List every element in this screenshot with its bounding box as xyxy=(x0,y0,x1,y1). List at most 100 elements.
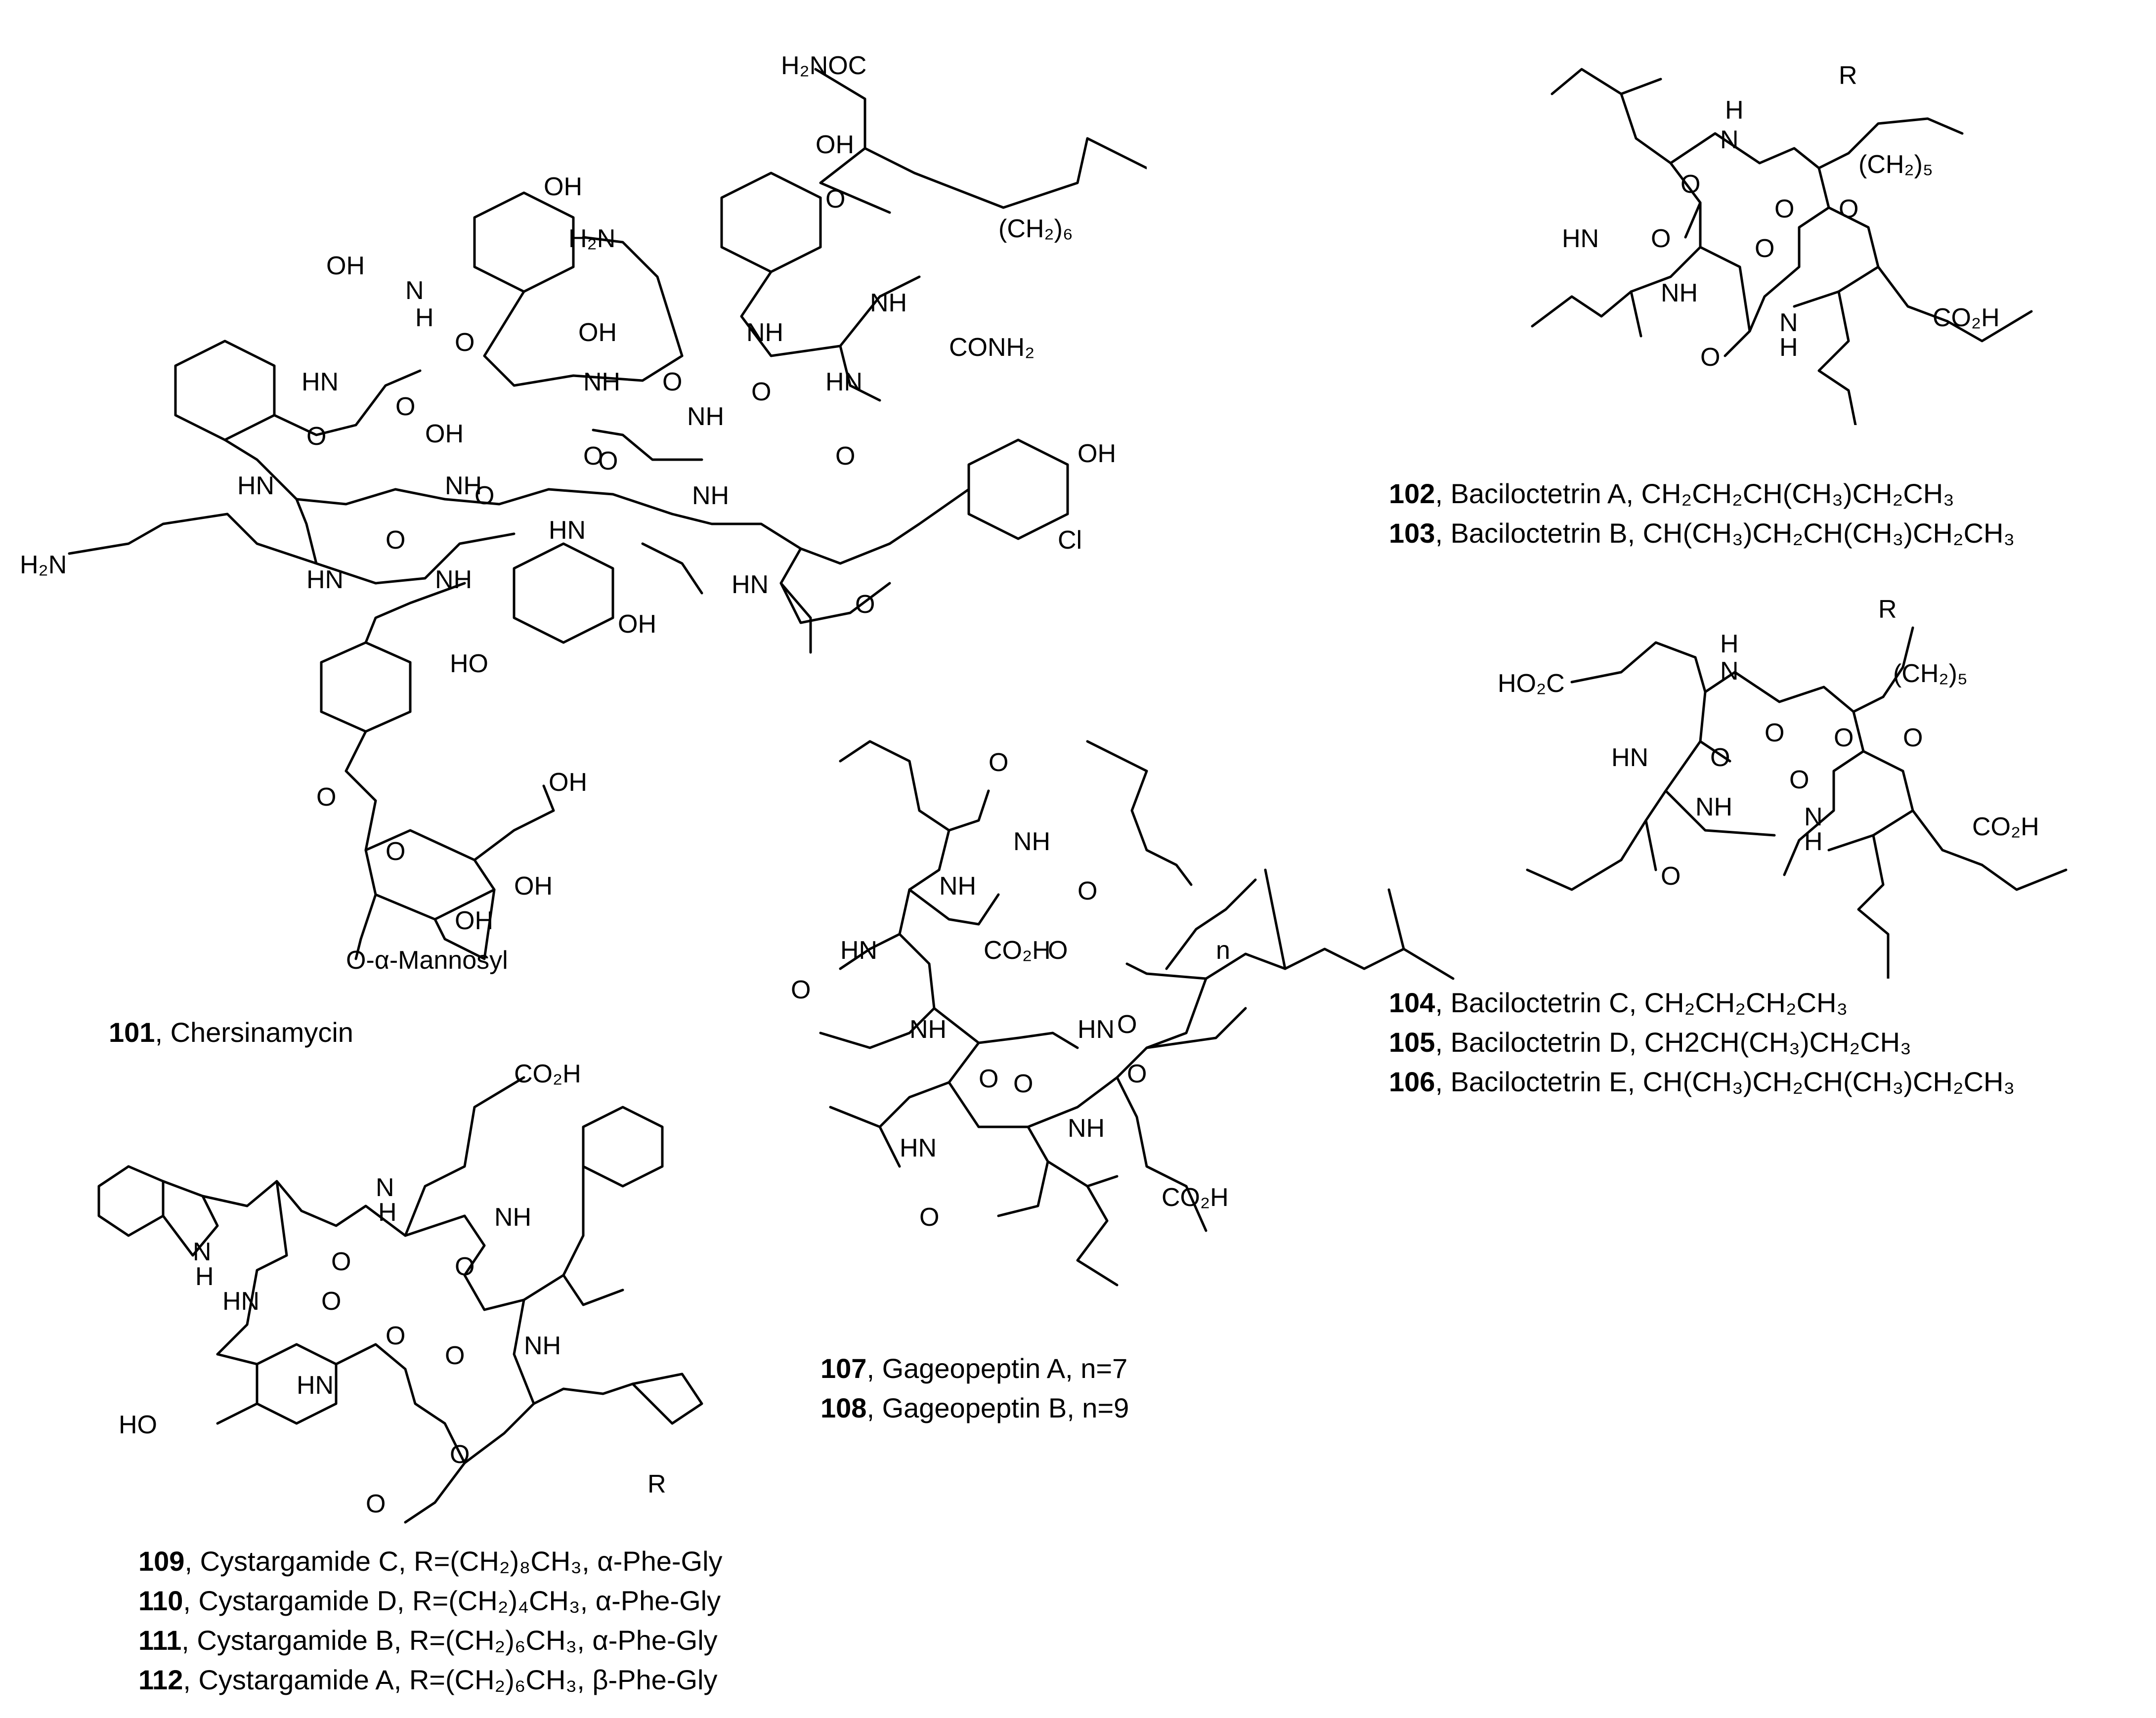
atom-label: HN xyxy=(549,516,586,545)
atom-label: HN xyxy=(732,570,769,599)
atom-label: O xyxy=(474,481,494,510)
atom-label: NH xyxy=(909,1015,947,1044)
compound-name: Gageopeptin A, n=7 xyxy=(882,1353,1128,1384)
atom-label: HN xyxy=(840,936,877,965)
atom-label: NH xyxy=(1068,1114,1105,1143)
phenyl-ring xyxy=(174,340,276,441)
structure-109-112-cystargamide: CO₂H N H NH N H O O HN O O NH O HO HN O … xyxy=(97,1060,703,1524)
mannose-ring xyxy=(364,829,496,921)
caption-104: 104, Baciloctetrin C, CH₂CH₂CH₂CH₃ xyxy=(1389,987,1848,1018)
compound-number: 109 xyxy=(138,1546,185,1577)
atom-label: N xyxy=(1804,803,1823,831)
atom-label: O xyxy=(751,378,771,406)
atom-label: H₂N xyxy=(20,551,67,579)
compound-name: Cystargamide B, R=(CH₂)₆CH₃, α-Phe-Gly xyxy=(197,1625,718,1656)
atom-label: NH xyxy=(687,402,724,431)
atom-label: O xyxy=(1710,743,1730,772)
atom-label: O xyxy=(366,1490,386,1518)
atom-label: O xyxy=(598,447,618,475)
compound-name: Baciloctetrin D, CH2CH(CH₃)CH₂CH₃ xyxy=(1450,1027,1911,1058)
atom-label: OH xyxy=(514,872,553,901)
atom-label: NH xyxy=(524,1331,561,1360)
phenol-ring-a xyxy=(473,191,575,293)
structure-107-atom-labels: O NH NH O CO₂H O HN O n O NH HN O O NH H… xyxy=(791,748,1230,1232)
compound-number: 108 xyxy=(820,1392,867,1423)
atom-label: O xyxy=(583,442,603,471)
atom-label: O xyxy=(1681,170,1700,199)
atom-label: O xyxy=(316,783,336,812)
atom-label: NH xyxy=(1695,793,1732,821)
atom-label: N xyxy=(193,1238,212,1266)
compound-number: 111 xyxy=(138,1625,182,1656)
atom-label: O xyxy=(1903,724,1923,752)
atom-label: O xyxy=(1127,1060,1147,1088)
caption-106: 106, Baciloctetrin E, CH(CH₃)CH₂CH(CH₃)C… xyxy=(1389,1066,2015,1097)
atom-label: CO₂H xyxy=(984,936,1051,965)
structure-102-103-baciloctetrin: R H N (CH₂)₅ HN O O O O NH O N H CO₂H O xyxy=(1531,61,2033,425)
atom-label: NH xyxy=(692,481,729,510)
compound-name: Gageopeptin B, n=9 xyxy=(882,1392,1129,1423)
atom-label: H xyxy=(1720,630,1739,658)
atom-label: O xyxy=(825,185,845,214)
structure-109-bonds xyxy=(97,1076,703,1524)
structure-102-bonds xyxy=(1531,68,2033,425)
caption-103: 103, Baciloctetrin B, CH(CH₃)CH₂CH(CH₃)C… xyxy=(1389,517,2015,549)
atom-label: O xyxy=(1765,719,1784,747)
atom-label: (CH₂)₆ xyxy=(998,215,1073,243)
atom-label: O xyxy=(1755,234,1774,263)
atom-label: N xyxy=(1779,308,1798,337)
atom-label: HN xyxy=(1611,743,1648,772)
atom-label: H xyxy=(1779,333,1798,362)
atom-label: OH xyxy=(455,906,493,935)
atom-label: O xyxy=(662,368,682,396)
atom-label: OH xyxy=(578,318,617,347)
atom-label: R xyxy=(647,1470,666,1499)
atom-label: HN xyxy=(222,1287,259,1316)
atom-label: O xyxy=(1839,195,1858,223)
atom-label: O xyxy=(445,1341,465,1370)
compound-name: Baciloctetrin B, CH(CH₃)CH₂CH(CH₃)CH₂CH₃ xyxy=(1450,517,2015,549)
atom-label: O xyxy=(1651,224,1671,253)
atom-label: O xyxy=(1661,862,1681,891)
caption-110: 110, Cystargamide D, R=(CH₂)₄CH₃, α-Phe-… xyxy=(138,1585,721,1616)
caption-108: 108, Gageopeptin B, n=9 xyxy=(820,1392,1129,1423)
compound-name: Cystargamide A, R=(CH₂)₆CH₃, β-Phe-Gly xyxy=(198,1664,718,1695)
chlorophenol-ring xyxy=(967,438,1069,540)
atom-label: (CH₂)₅ xyxy=(1858,150,1933,179)
atom-label: O xyxy=(1048,936,1068,965)
atom-label: CONH₂ xyxy=(949,333,1035,362)
compound-number: 106 xyxy=(1389,1066,1435,1097)
compound-number: 104 xyxy=(1389,987,1435,1018)
caption-111: 111, Cystargamide B, R=(CH₂)₆CH₃, α-Phe-… xyxy=(138,1625,718,1656)
atom-label: O xyxy=(321,1287,341,1316)
atom-label: CO₂H xyxy=(1972,813,2039,841)
compound-name: Baciloctetrin C, CH₂CH₂CH₂CH₃ xyxy=(1450,987,1848,1018)
compound-number: 101 xyxy=(109,1017,155,1048)
compound-number: 110 xyxy=(138,1585,183,1616)
atom-label: OH xyxy=(618,610,656,639)
atom-label: H xyxy=(195,1262,214,1291)
atom-label: O xyxy=(306,422,326,451)
atom-label: H xyxy=(415,303,434,332)
caption-107: 107, Gageopeptin A, n=7 xyxy=(820,1353,1128,1384)
atom-label: O xyxy=(989,748,1008,777)
caption-112: 112, Cystargamide A, R=(CH₂)₆CH₃, β-Phe-… xyxy=(138,1664,718,1695)
atom-label: O xyxy=(331,1247,351,1276)
atom-label: OH xyxy=(425,420,464,448)
atom-label: O xyxy=(1774,195,1794,223)
atom-label: OH xyxy=(816,130,854,159)
atom-label: O xyxy=(1013,1070,1033,1098)
compound-name: Cystargamide D, R=(CH₂)₄CH₃, α-Phe-Gly xyxy=(198,1585,721,1616)
atom-label: N xyxy=(376,1173,394,1202)
atom-label: n xyxy=(1216,936,1230,965)
atom-label: H xyxy=(1725,96,1744,125)
compound-number: 105 xyxy=(1389,1027,1435,1058)
atom-label: O xyxy=(919,1203,939,1232)
atom-label: NH xyxy=(870,289,907,317)
atom-label: O xyxy=(1700,343,1720,372)
atom-label: CO₂H xyxy=(1933,303,2000,332)
tyrosine-ring xyxy=(320,641,412,733)
atom-label: OH xyxy=(1078,439,1116,468)
atom-label: NH xyxy=(939,872,976,901)
atom-label: O xyxy=(386,1322,405,1350)
